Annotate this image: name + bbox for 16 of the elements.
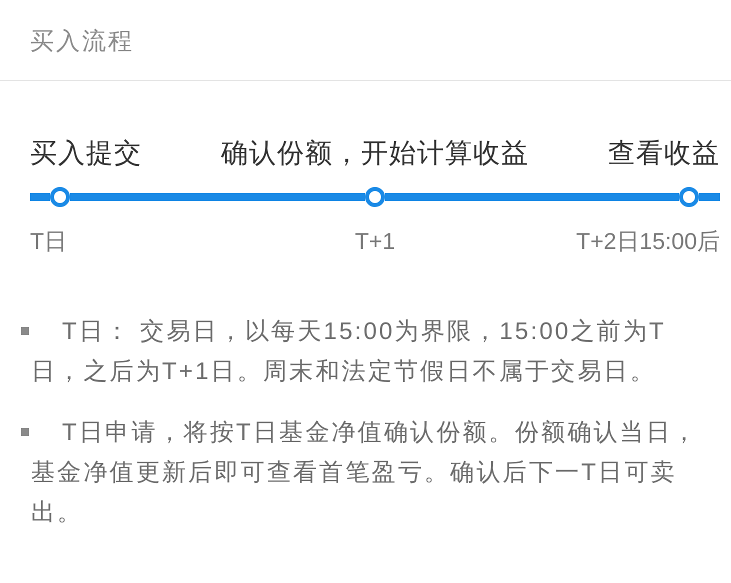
page-heading: 买入流程 <box>30 27 134 57</box>
timeline-track <box>30 193 50 201</box>
step-label: 查看收益 <box>608 137 720 170</box>
date-label: T日 <box>30 227 68 256</box>
step-label: 买入提交 <box>30 137 142 170</box>
timeline-dot <box>365 187 385 207</box>
timeline-track <box>385 193 679 201</box>
timeline-dot <box>679 187 699 207</box>
note-text: T日申请，将按T日基金净值确认份额。份额确认当日，基金净值更新后即可查看首笔盈亏。确认后下一T日可卖出。 <box>31 418 700 528</box>
date-label: T+2日15:00后 <box>576 227 720 256</box>
timeline-track <box>70 193 365 201</box>
step-label: 确认份额，开始计算收益 <box>221 137 529 170</box>
note-text: T日： 交易日，以每天15:00为界限，15:00之前为T日，之后为T+1日。周末和法定节假日不属于交易日。 <box>31 317 667 387</box>
timeline-dot <box>50 187 70 207</box>
timeline-track <box>699 193 720 201</box>
date-label: T+1 <box>354 227 396 256</box>
